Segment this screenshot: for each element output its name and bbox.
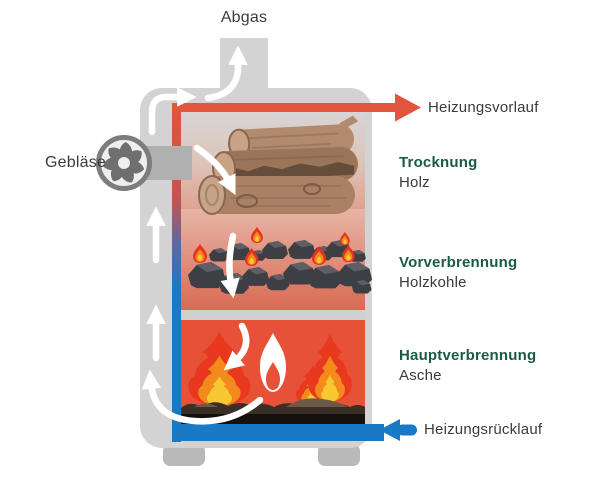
wood-logs xyxy=(198,115,359,215)
return-arrow xyxy=(172,419,417,441)
airflow-flame-arrow xyxy=(223,322,250,371)
abgas-label: Abgas xyxy=(220,9,268,26)
zone-subtitle: Asche xyxy=(399,367,442,384)
boiler-foot-left xyxy=(163,444,205,466)
zone-label-hauptverbrennung: Hauptverbrennung Asche xyxy=(399,346,536,386)
airflow-top-arrow xyxy=(148,87,197,136)
airflow-wood-arrow xyxy=(193,144,236,196)
airflow-chimney-arrow xyxy=(204,45,248,102)
airflow-recirculation-arrow xyxy=(141,369,264,425)
zone-title: Hauptverbrennung xyxy=(399,347,537,364)
zone-title: Trocknung xyxy=(399,154,478,171)
precombustion-zone xyxy=(181,209,365,310)
grate-divider xyxy=(181,310,365,320)
zone-subtitle: Holzkohle xyxy=(399,274,467,291)
geblaese-label: Gebläse xyxy=(45,154,106,171)
fan-icon xyxy=(96,135,152,191)
airflow-arrows xyxy=(141,45,264,425)
zone-title: Vorverbrennung xyxy=(399,254,518,271)
zone-label-trocknung: Trocknung Holz xyxy=(399,153,477,193)
white-flame-icon xyxy=(260,333,286,392)
heizungsruecklauf-label: Heizungsrücklauf xyxy=(424,421,543,438)
flames xyxy=(188,332,352,406)
supply-arrow xyxy=(172,93,421,122)
zone-subtitle: Holz xyxy=(399,174,430,191)
boiler-foot-right xyxy=(318,444,360,466)
heizungsvorlauf-label: Heizungsvorlauf xyxy=(428,99,539,116)
airflow-coal-arrow xyxy=(220,232,240,299)
water-jacket-wall xyxy=(172,103,181,442)
zone-label-vorverbrennung: Vorverbrennung Holzkohle xyxy=(399,253,517,293)
